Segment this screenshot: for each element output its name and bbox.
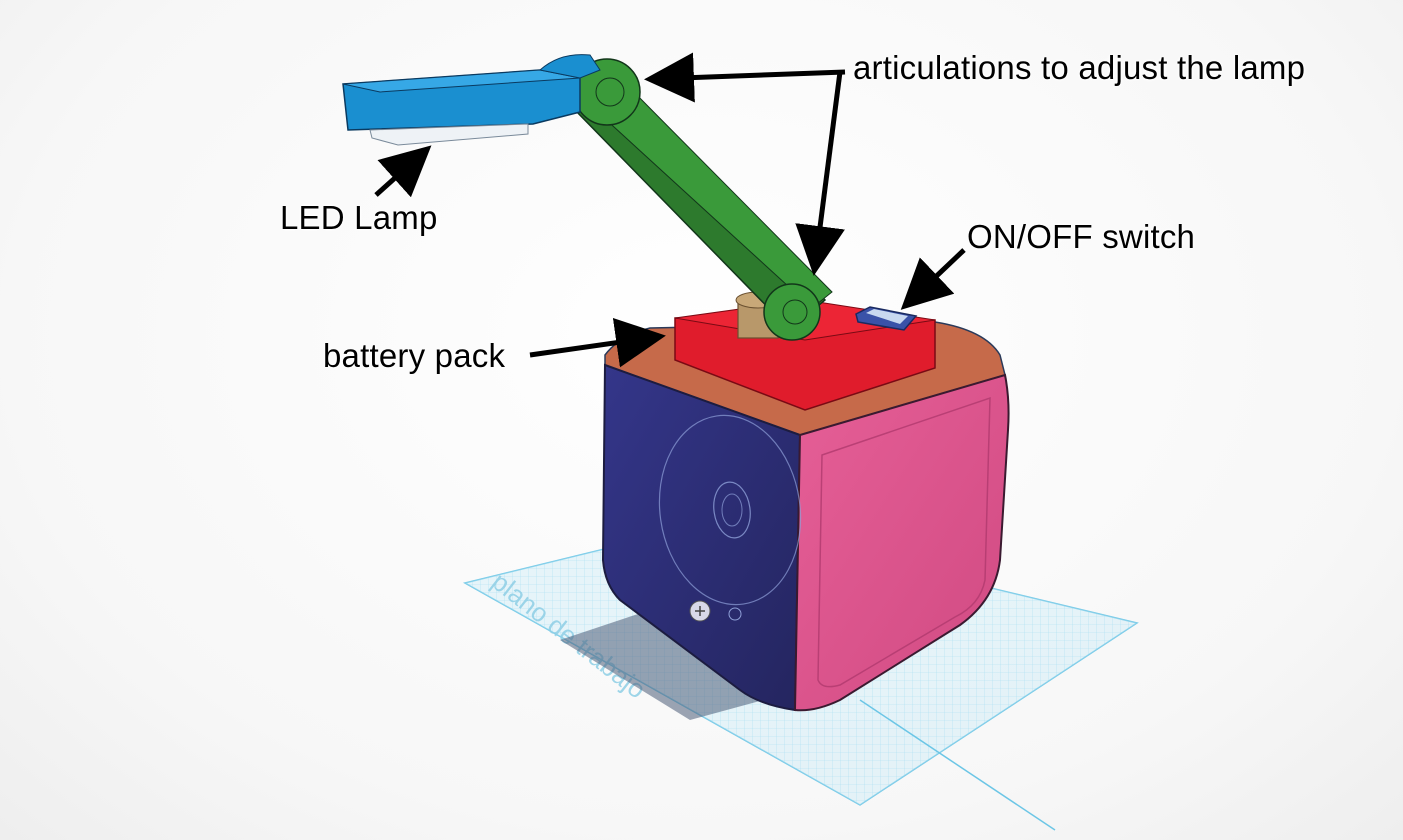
cube-right-face [793,373,1010,712]
work-plane-axis [859,699,1056,831]
arrow-articulation-lower [795,71,845,276]
cube-left-face [601,363,802,712]
led-lamp-model [342,54,601,146]
arrow-on-off-switch [900,248,966,310]
label-battery-pack: battery pack [323,337,506,374]
speaker-ring-outer [658,414,802,606]
cube-shadow [560,610,800,720]
label-articulations: articulations to adjust the lamp [853,49,1306,86]
led-strip [369,123,529,146]
annotation-arrows [374,52,966,368]
label-on-off-switch: ON/OFF switch [967,218,1196,255]
lamp-arm [573,58,833,341]
speaker-ring-inner [713,481,751,539]
label-led-lamp: LED Lamp [280,199,438,236]
arrow-led-lamp [374,145,432,198]
on-off-switch-model [855,306,918,331]
arrow-battery-pack [529,317,666,368]
arrow-articulation-upper [644,52,846,103]
lower-articulation [763,283,821,341]
